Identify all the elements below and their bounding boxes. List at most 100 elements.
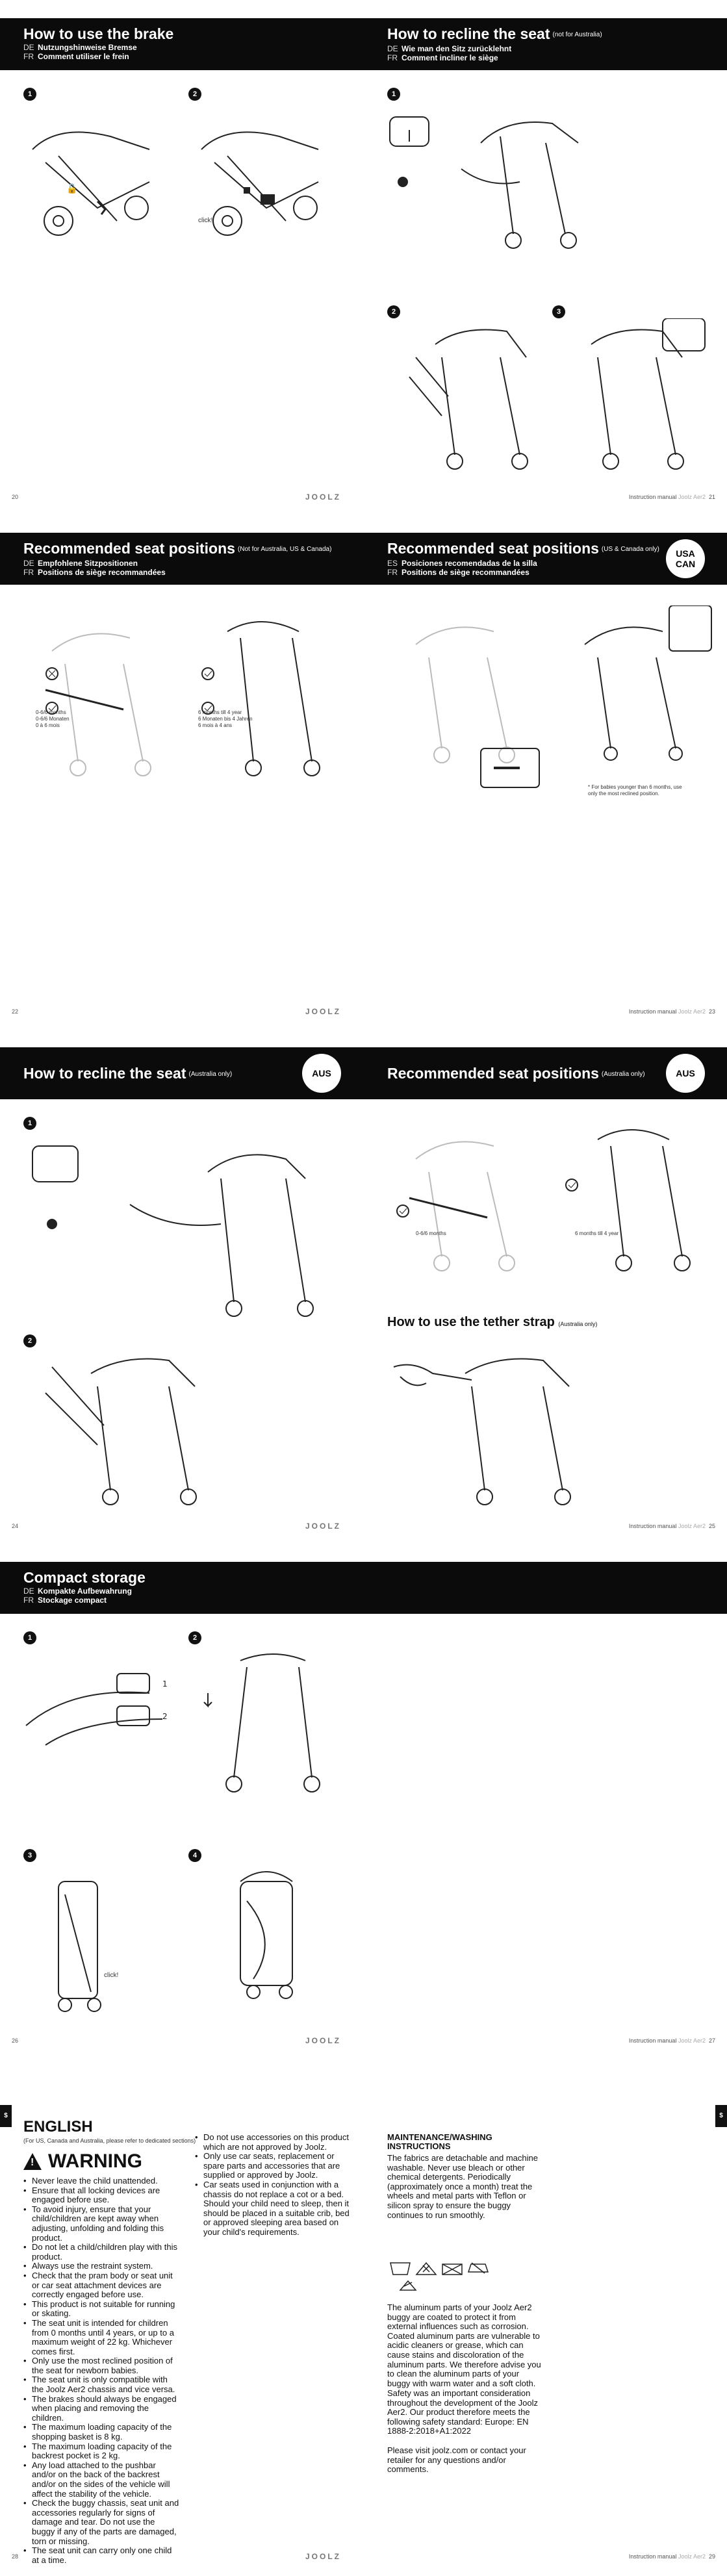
language-subtitle: (For US, Canada and Australia, please re… — [23, 2137, 196, 2144]
step-number: 4 — [188, 1849, 201, 1862]
page-title: Recommended seat positions(US & Canada o… — [387, 540, 659, 557]
age-label: 0-6/6 months 0-6/6 Monaten 0 à 6 mois — [36, 709, 70, 728]
brand-logo: JOOLZ — [305, 2036, 342, 2045]
footer-right: Instruction manual Joolz Aer2 21 — [628, 494, 715, 500]
seat-position-usa-detail-illustration — [559, 606, 715, 761]
step-number: 2 — [23, 1334, 36, 1347]
recline-aus-illustration — [26, 1133, 325, 1328]
contact-text: Please visit joolz.com or contact your r… — [387, 2445, 526, 2475]
brand-logo: JOOLZ — [305, 492, 342, 502]
age-label: 6 months till 4 year — [575, 1231, 619, 1236]
language-title: ENGLISH — [23, 2118, 93, 2136]
section-title-tether: How to use the tether strap (Australia o… — [387, 1315, 598, 1329]
step-number: 1 — [23, 1631, 36, 1644]
brake-release-illustration: 🔓 — [19, 110, 175, 253]
seat-position-aus-upright-illustration — [559, 1120, 702, 1276]
fold-collapse-illustration — [188, 1648, 331, 1804]
step-number: 2 — [188, 1631, 201, 1644]
warning-item: Check that the pram body or seat unit or… — [23, 2271, 179, 2300]
brand-logo: JOOLZ — [305, 1007, 342, 1016]
warning-icon — [23, 2153, 42, 2170]
step-number: 2 — [188, 88, 201, 101]
svg-text:2: 2 — [162, 1712, 168, 1721]
folded-lock-illustration — [32, 1868, 162, 2024]
click-label: click! — [198, 217, 213, 224]
header-recline: How to recline the seat(not for Australi… — [387, 25, 727, 65]
language-tab: $ — [0, 2105, 12, 2127]
maintenance-text: The aluminum parts of your Joolz Aer2 bu… — [387, 2302, 541, 2388]
warning-item: Any load attached to the pushbar and/or … — [23, 2460, 179, 2499]
step-number: 1 — [23, 1117, 36, 1130]
spread-seat-positions: Recommended seat positions(Not for Austr… — [0, 515, 727, 1029]
footer-right: Instruction manual Joolz Aer2 25 — [628, 1523, 715, 1529]
warning-item: The seat unit is intended for children f… — [23, 2318, 179, 2356]
page-number: 26 — [12, 2037, 19, 2044]
language-tab: $ — [715, 2105, 727, 2127]
page-title: How to use the brake — [23, 25, 174, 42]
warning-item: The seat unit is only compatible with th… — [23, 2375, 179, 2394]
footnote: * For babies younger than 6 months, use … — [588, 784, 682, 797]
region-badge-aus: AUS — [666, 1054, 705, 1093]
warning-heading: WARNING — [23, 2150, 142, 2173]
recline-aus-backrest-illustration — [39, 1341, 234, 1510]
warning-item: Car seats used in conjunction with a cha… — [195, 2180, 351, 2238]
footer-right: Instruction manual Joolz Aer2 29 — [628, 2553, 715, 2560]
svg-text:🔓: 🔓 — [66, 183, 77, 194]
folded-carry-illustration — [201, 1862, 331, 2024]
warning-item: Ensure that all locking devices are enga… — [23, 2186, 179, 2205]
warning-item: Only use car seats, replacement or spare… — [195, 2151, 351, 2180]
maintenance-text: The fabrics are detachable and machine w… — [387, 2153, 538, 2220]
safety-text: Safety was an important consideration th… — [387, 2388, 538, 2436]
step-number: 1 — [23, 88, 36, 101]
spread-australia: How to recline the seat(Australia only) … — [0, 1029, 727, 1544]
warning-item: The brakes should always be engaged when… — [23, 2394, 179, 2423]
recline-backrest-illustration — [390, 318, 546, 474]
brand-logo: JOOLZ — [305, 2552, 342, 2561]
warning-item: Check the buggy chassis, seat unit and a… — [23, 2498, 179, 2546]
seat-position-usa-illustration — [390, 606, 559, 813]
warning-item: Never leave the child unattended. — [23, 2176, 179, 2186]
region-badge-aus: AUS — [302, 1054, 341, 1093]
seat-position-upright-illustration — [188, 612, 338, 781]
page-title: How to recline the seat(not for Australi… — [387, 25, 602, 42]
footer-right: Instruction manual Joolz Aer2 23 — [628, 1008, 715, 1015]
age-label: 6 months till 4 year 6 Monaten bis 4 Jah… — [198, 709, 253, 728]
footer-right: Instruction manual Joolz Aer2 27 — [628, 2037, 715, 2044]
brake-engage-illustration — [188, 110, 344, 253]
warning-item: Do not let a child/children play with th… — [23, 2242, 179, 2262]
warning-item: The seat unit can carry only one child a… — [23, 2545, 179, 2565]
step-number: 1 — [387, 88, 400, 101]
step-number: 3 — [23, 1849, 36, 1862]
brand-logo: JOOLZ — [305, 1522, 342, 1531]
recline-handle-illustration — [383, 104, 591, 260]
step-number: 2 — [387, 305, 400, 318]
page-number: 28 — [12, 2553, 19, 2560]
warning-item: Always use the restraint system. — [23, 2262, 179, 2271]
step-number: 3 — [552, 305, 565, 318]
warning-item: To avoid injury, ensure that your child/… — [23, 2204, 179, 2243]
seat-position-aus-reclined-illustration — [390, 1120, 533, 1276]
page-title: Compact storage — [23, 1569, 146, 1586]
warning-item: Do not use accessories on this product w… — [195, 2132, 351, 2152]
warning-list-col1: Never leave the child unattended.Ensure … — [23, 2176, 179, 2565]
warning-list-col2: Do not use accessories on this product w… — [195, 2132, 351, 2238]
svg-text:1: 1 — [162, 1679, 168, 1689]
age-label: 0-6/6 months — [416, 1231, 446, 1236]
header-band: Recommended seat positions(Not for Austr… — [0, 533, 727, 585]
header-band: How to recline the seat(Australia only) … — [0, 1047, 727, 1099]
tether-strap-illustration — [387, 1341, 582, 1510]
maintenance-heading: MAINTENANCE/WASHING INSTRUCTIONS — [387, 2132, 492, 2151]
recline-raise-illustration — [552, 318, 708, 474]
warning-item: The maximum loading capacity of the back… — [23, 2442, 179, 2461]
click-label: click! — [104, 1972, 119, 1979]
care-symbols — [387, 2258, 517, 2293]
warning-item: Only use the most reclined position of t… — [23, 2356, 179, 2375]
page-title: How to recline the seat(Australia only) — [23, 1065, 233, 1082]
